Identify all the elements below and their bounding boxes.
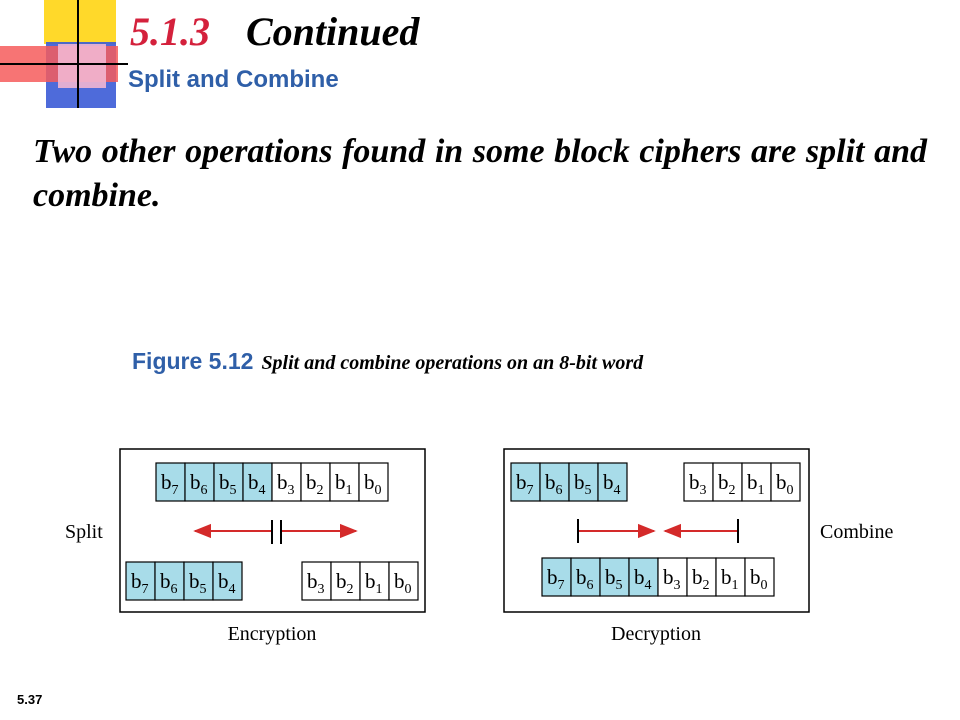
enc-split-right-bit-label: b2 [336,569,354,597]
enc-word-left-cell [242,462,273,502]
dec-word-right-bit-label: b2 [692,565,710,593]
encryption-label: Encryption [228,623,317,645]
enc-split-right-cell [359,561,390,601]
dec-word-right-cell [686,557,717,597]
enc-split-right-cell [388,561,419,601]
slide-number: 5.37 [17,692,43,707]
enc-split-right-bit-label: b0 [394,569,412,597]
enc-word-left-bit-label: b4 [248,470,266,498]
decryption-panel [503,448,810,613]
dec-split-left-bit-label: b4 [603,470,621,498]
slide-title: 5.1.3 Continued [130,8,419,55]
enc-word-left-bit-label: b5 [219,470,237,498]
dec-split-left-cell [597,462,628,502]
body-paragraph: Two other operations found in some block… [33,133,927,214]
dec-split-left-cell [568,462,599,502]
enc-split-left-bit-label: b5 [189,569,207,597]
enc-split-left-bit-label: b4 [218,569,236,597]
title-text: Continued [246,9,420,54]
enc-split-left-bit-label: b7 [131,569,149,597]
enc-split-left-cell [154,561,185,601]
enc-split-left-cell [212,561,243,601]
section-number: 5.1.3 [130,9,210,54]
enc-split-left-cell [125,561,156,601]
dec-word-left-cell [570,557,601,597]
encryption-panel [119,448,426,613]
dec-word-left-bit-label: b6 [576,565,594,593]
enc-split-left-bit-label: b6 [160,569,178,597]
enc-word-left-bit-label: b7 [161,470,179,498]
dec-split-left-cell [539,462,570,502]
figure-caption-text: Split and combine operations on an 8-bit… [261,352,644,374]
corner-decoration [0,0,128,108]
split-label: Split [65,521,103,543]
enc-word-right-cell [271,462,302,502]
enc-word-right-bit-label: b1 [335,470,353,498]
dec-word-right-bit-label: b0 [750,565,768,593]
slide-subtitle: Split and Combine [128,66,339,93]
enc-word-right-cell [329,462,360,502]
enc-word-right-bit-label: b2 [306,470,324,498]
enc-word-right-bit-label: b0 [364,470,382,498]
dec-word-left-bit-label: b4 [634,565,652,593]
dec-word-right-cell [744,557,775,597]
enc-word-left-bit-label: b6 [190,470,208,498]
enc-split-right-cell [301,561,332,601]
dec-split-right-cell [741,462,772,502]
dec-split-right-bit-label: b3 [689,470,707,498]
figure-caption: Figure 5.12 Split and combine operations … [132,348,643,375]
enc-split-right-bit-label: b3 [307,569,325,597]
dec-split-right-bit-label: b0 [776,470,794,498]
dec-word-right-bit-label: b3 [663,565,681,593]
dec-word-right-cell [657,557,688,597]
dec-word-left-bit-label: b7 [547,565,565,593]
dec-word-left-cell [599,557,630,597]
enc-word-right-cell [358,462,389,502]
dec-split-left-bit-label: b5 [574,470,592,498]
enc-word-left-cell [155,462,186,502]
dec-split-left-cell [510,462,541,502]
dec-split-left-bit-label: b7 [516,470,534,498]
enc-word-right-bit-label: b3 [277,470,295,498]
enc-split-right-cell [330,561,361,601]
dec-word-left-cell [628,557,659,597]
dec-split-right-bit-label: b1 [747,470,765,498]
decryption-label: Decryption [611,623,701,645]
enc-word-left-cell [213,462,244,502]
dec-split-right-cell [770,462,801,502]
dec-split-right-cell [683,462,714,502]
dec-word-left-bit-label: b5 [605,565,623,593]
dec-split-right-bit-label: b2 [718,470,736,498]
dec-split-left-bit-label: b6 [545,470,563,498]
figure-label: Figure 5.12 [132,348,254,374]
combine-label: Combine [820,521,893,543]
dec-split-right-cell [712,462,743,502]
enc-split-right-bit-label: b1 [365,569,383,597]
dec-word-right-bit-label: b1 [721,565,739,593]
